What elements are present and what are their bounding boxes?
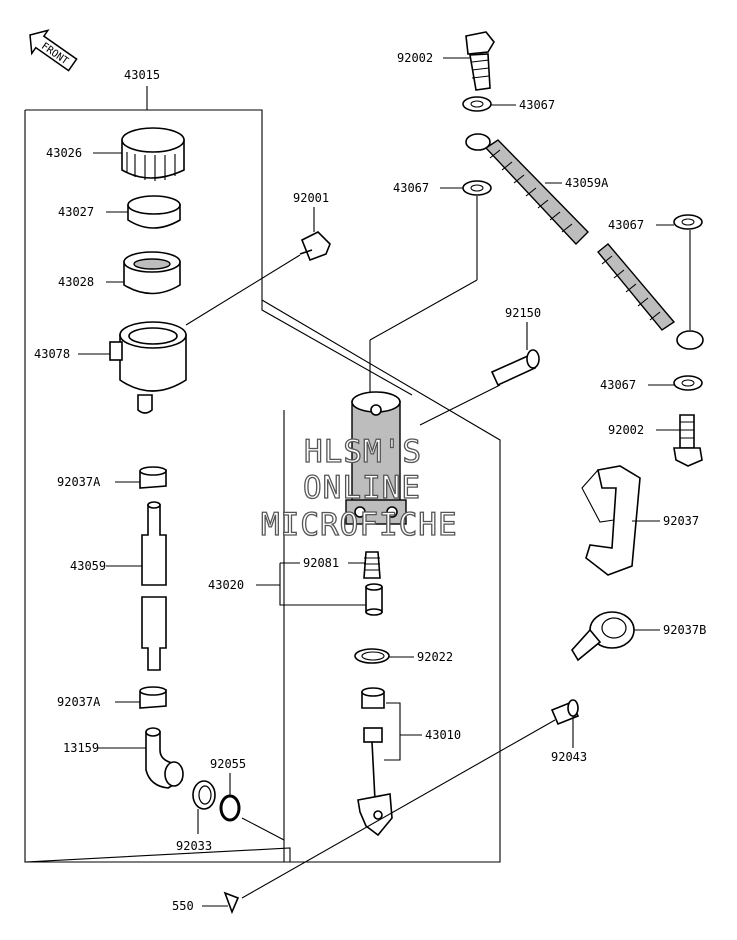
label-43059: 43059 xyxy=(70,559,106,573)
leader-lines xyxy=(78,57,680,907)
circlip-92022 xyxy=(354,648,390,664)
label-43027: 43027 xyxy=(58,205,94,219)
label-92037: 92037 xyxy=(663,514,699,528)
label-43078: 43078 xyxy=(34,347,70,361)
label-92022: 92022 xyxy=(417,650,453,664)
label-92033: 92033 xyxy=(176,839,212,853)
label-43067-b: 43067 xyxy=(393,181,429,195)
watermark-line-3: MICROFICHE xyxy=(261,507,458,543)
washer-43067-c xyxy=(673,214,703,330)
diaphragm-43028 xyxy=(123,251,181,295)
circlip-92033 xyxy=(192,780,216,810)
part-labels: 43015 43026 43027 43028 43078 92001 9203… xyxy=(34,51,706,913)
washer-43067-d xyxy=(673,375,703,391)
watermark-line-2: ONLINE xyxy=(303,470,421,506)
label-43026: 43026 xyxy=(46,146,82,160)
label-92001: 92001 xyxy=(293,191,329,205)
label-92002-top: 92002 xyxy=(397,51,433,65)
label-43059A: 43059A xyxy=(565,176,609,190)
assembly-bracket xyxy=(24,86,501,863)
label-13159: 13159 xyxy=(63,741,99,755)
plate-43027 xyxy=(127,195,181,229)
hose-43059 xyxy=(141,501,167,671)
washer-43067-a xyxy=(462,96,492,112)
clamp-92037B xyxy=(571,611,635,662)
label-43010: 43010 xyxy=(425,728,461,742)
label-43067-d: 43067 xyxy=(600,378,636,392)
label-92037B: 92037B xyxy=(663,623,706,637)
fitting-13159 xyxy=(145,727,184,789)
label-43015: 43015 xyxy=(124,68,160,82)
label-43020: 43020 xyxy=(208,578,244,592)
bolt-92150 xyxy=(419,349,540,426)
cylinder-43020 xyxy=(365,583,383,616)
master-cylinder xyxy=(345,196,478,525)
watermark-line-1: HLSM'S xyxy=(304,434,422,470)
reservoir-43078 xyxy=(109,321,187,414)
bolt-92002-bottom xyxy=(673,414,703,467)
bolt-92002-top xyxy=(465,31,495,91)
label-92037A-bottom: 92037A xyxy=(57,695,101,709)
watermark: HLSM'S ONLINE MICROFICHE xyxy=(260,433,458,543)
front-arrow-icon: FRONT xyxy=(29,29,78,72)
cotter-550 xyxy=(223,891,240,915)
spring-92081 xyxy=(363,551,381,579)
label-92150: 92150 xyxy=(505,306,541,320)
label-92002-bottom: 92002 xyxy=(608,423,644,437)
pin-92043 xyxy=(241,699,580,899)
bolt-92001 xyxy=(185,231,331,326)
clamp-92037A-top xyxy=(139,466,167,489)
clamp-92037A-bottom xyxy=(139,686,167,709)
label-92055: 92055 xyxy=(210,757,246,771)
clamp-92037 xyxy=(581,465,641,576)
washer-43067-b xyxy=(462,180,492,196)
label-43067-a: 43067 xyxy=(519,98,555,112)
cap-43026 xyxy=(121,127,185,181)
label-92037A-top: 92037A xyxy=(57,475,101,489)
label-92081: 92081 xyxy=(303,556,339,570)
label-43067-c: 43067 xyxy=(608,218,644,232)
piston-43010 xyxy=(357,687,393,837)
label-43028: 43028 xyxy=(58,275,94,289)
oring-92055 xyxy=(219,794,285,841)
label-550: 550 xyxy=(172,899,194,913)
hose-43059A xyxy=(465,133,704,350)
label-92043: 92043 xyxy=(551,750,587,764)
